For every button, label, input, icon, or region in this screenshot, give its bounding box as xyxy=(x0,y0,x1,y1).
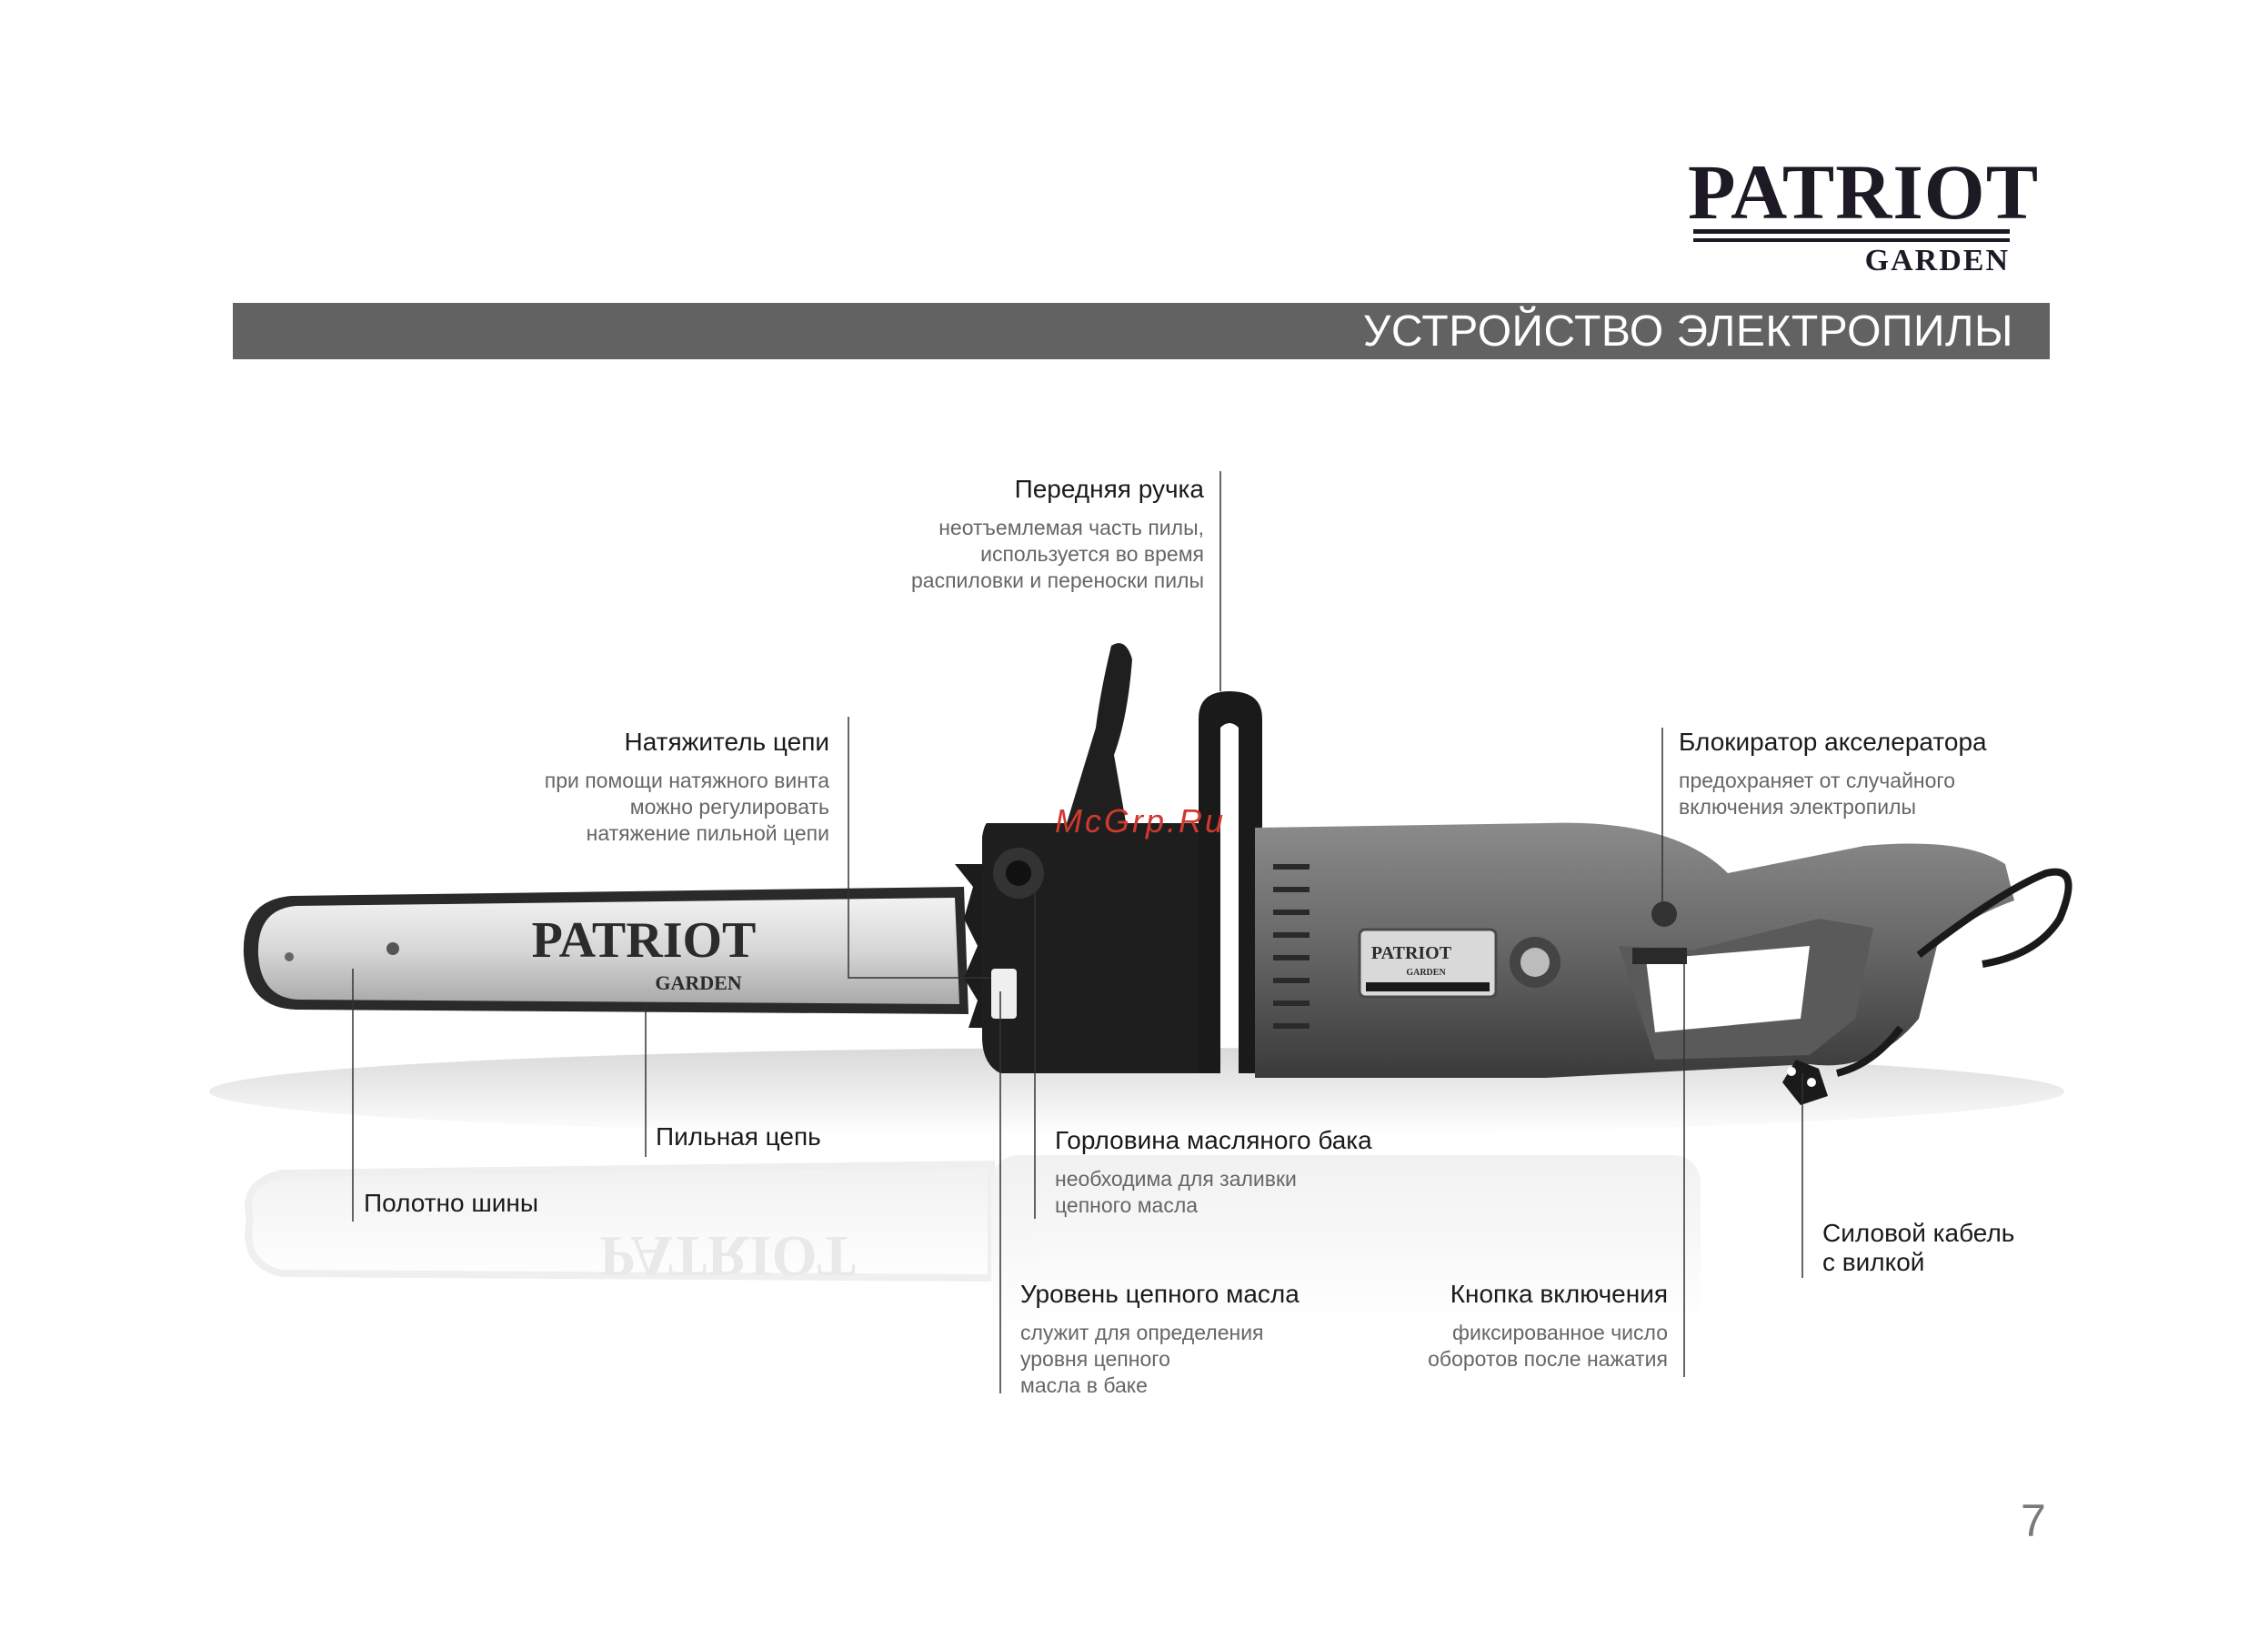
callout-saw-chain: Пильная цепь xyxy=(656,1122,821,1151)
oil-level-window xyxy=(991,969,1017,1019)
callout-title: Силовой кабель с вилкой xyxy=(1822,1219,2014,1277)
callout-desc: неотъемлемая часть пилы, используется во… xyxy=(911,515,1204,594)
power-button xyxy=(1632,948,1687,964)
chain-cover xyxy=(982,823,1219,1073)
callout-desc: необходима для заливки цепного масла xyxy=(1055,1166,1372,1219)
brand-logo: PATRIOT GARDEN xyxy=(1688,148,2040,277)
reflection: PATRIOT xyxy=(245,1155,1701,1328)
callout-title: Горловина масляного бака xyxy=(1055,1126,1372,1154)
callout-desc: фиксированное число оборотов после нажат… xyxy=(1428,1320,1668,1373)
callout-guide-bar: Полотно шины xyxy=(364,1189,538,1218)
callout-title: Полотно шины xyxy=(364,1189,539,1217)
logo-sub-text: GARDEN xyxy=(1864,244,2010,277)
logo-rule xyxy=(1693,238,2010,242)
callout-title: Блокиратор акселератора xyxy=(1679,728,1987,756)
desc-line: используется во время xyxy=(980,542,1204,566)
section-title-bar: УСТРОЙСТВО ЭЛЕКТРОПИЛЫ xyxy=(233,303,2050,359)
callout-title: Пильная цепь xyxy=(656,1122,821,1151)
desc-line: натяжение пильной цепи xyxy=(586,821,829,845)
callout-title: Кнопка включения xyxy=(1450,1280,1668,1308)
front-handle xyxy=(1199,691,1262,1073)
body-logo-text: PATRIOT xyxy=(1371,943,1452,963)
vent-slots xyxy=(1273,864,1310,1029)
bar-logo-text: PATRIOT xyxy=(532,912,757,969)
bar-logo-sub: GARDEN xyxy=(655,971,741,994)
desc-line: при помощи натяжного винта xyxy=(544,769,829,792)
desc-line: распиловки и переноски пилы xyxy=(911,568,1204,592)
callout-power-button: Кнопка включения фиксированное число обо… xyxy=(1428,1280,1668,1373)
callout-title: Натяжитель цепи xyxy=(624,728,830,756)
callout-front-handle: Передняя ручка неотъемлемая часть пилы, … xyxy=(911,475,1204,594)
desc-line: можно регулировать xyxy=(629,795,829,819)
callout-oil-filler: Горловина масляного бака необходима для … xyxy=(1055,1126,1372,1219)
desc-line: масла в баке xyxy=(1020,1373,1148,1397)
callout-desc: предохраняет от случайного включения эле… xyxy=(1679,768,1987,820)
callout-title: Уровень цепного масла xyxy=(1020,1280,1300,1308)
title-line: с вилкой xyxy=(1822,1248,1925,1276)
desc-line: служит для определения xyxy=(1020,1321,1264,1344)
watermark: McGrp.Ru xyxy=(1055,802,1226,840)
callout-oil-level: Уровень цепного масла служит для определ… xyxy=(1020,1280,1300,1399)
desc-line: оборотов после нажатия xyxy=(1428,1347,1668,1371)
hand-guard xyxy=(1064,643,1132,832)
desc-line: предохраняет от случайного xyxy=(1679,769,1956,792)
page-number: 7 xyxy=(2021,1495,2046,1546)
callout-desc: служит для определения уровня цепного ма… xyxy=(1020,1320,1300,1399)
desc-line: включения электропилы xyxy=(1679,795,1917,819)
reflection-logo: PATRIOT xyxy=(599,1224,856,1289)
callout-title: Передняя ручка xyxy=(1014,475,1204,503)
desc-line: фиксированное число xyxy=(1452,1321,1668,1344)
desc-line: уровня цепного xyxy=(1020,1347,1170,1371)
guide-bar xyxy=(257,898,959,1004)
leader-lines xyxy=(352,471,1803,1393)
body-logo-sub: GARDEN xyxy=(1406,968,1446,978)
logo-rule xyxy=(1693,229,2010,234)
callout-throttle-lock: Блокиратор акселератора предохраняет от … xyxy=(1679,728,1987,820)
logo-main-text: PATRIOT xyxy=(1688,148,2040,236)
callout-power-cable: Силовой кабель с вилкой xyxy=(1822,1219,2014,1277)
title-line: Силовой кабель xyxy=(1822,1219,2015,1247)
power-cable xyxy=(1916,868,2072,968)
callout-desc: при помощи натяжного винта можно регулир… xyxy=(545,768,829,847)
rear-handle-opening xyxy=(1646,946,1810,1032)
throttle-lock-button xyxy=(1651,901,1677,927)
section-title: УСТРОЙСТВО ЭЛЕКТРОПИЛЫ xyxy=(1362,307,2013,356)
callout-chain-tensioner: Натяжитель цепи при помощи натяжного вин… xyxy=(545,728,829,847)
desc-line: необходима для заливки xyxy=(1055,1167,1297,1191)
desc-line: цепного масла xyxy=(1055,1193,1199,1217)
desc-line: неотъемлемая часть пилы, xyxy=(938,516,1204,539)
